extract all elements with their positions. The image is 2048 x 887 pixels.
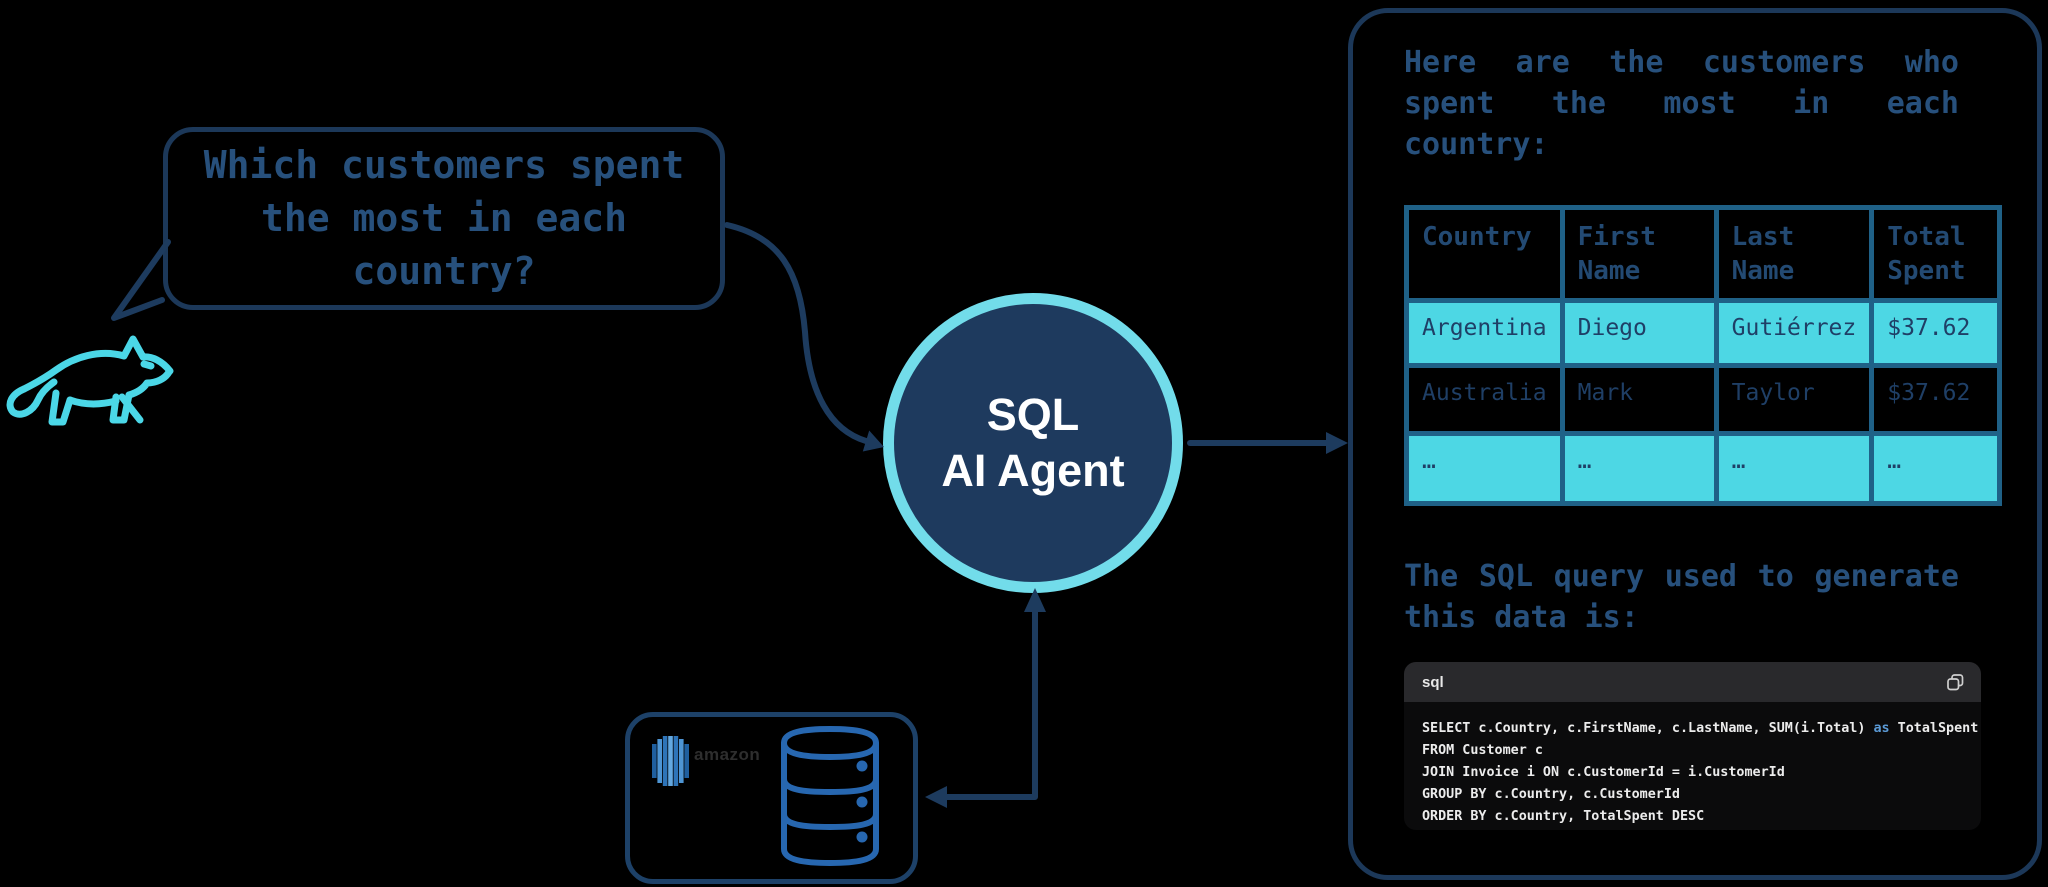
speech-bubble: Which customers spent the most in each c… [163, 127, 725, 310]
table-cell: Mark [1559, 363, 1719, 436]
sql-keyword: as [1873, 721, 1890, 736]
table-cell: … [1559, 431, 1719, 506]
column-header: Last Name [1713, 205, 1875, 303]
results-intro-text: Here are the customers who spent the mos… [1404, 45, 1959, 162]
column-header: Country [1404, 205, 1565, 303]
copy-icon [1947, 673, 1964, 690]
table-cell: … [1404, 431, 1565, 506]
database-box: amazon [625, 712, 918, 884]
table-row: … … … … [1404, 431, 2003, 506]
agent-label-line2: AI Agent [941, 445, 1125, 496]
table-cell: … [1869, 431, 2003, 506]
query-caption-text: The SQL query used to generate this data… [1404, 559, 1959, 635]
results-panel: Here are the customers who spent the mos… [1348, 8, 2042, 880]
sql-ai-agent-node: SQL AI Agent [883, 293, 1183, 593]
table-cell: Australia [1404, 363, 1565, 436]
column-header: First Name [1559, 205, 1719, 303]
table-row: Australia Mark Taylor $37.62 [1404, 363, 2003, 436]
table-header-row: Country First Name Last Name Total Spent [1404, 205, 2003, 303]
speech-bubble-text: Which customers spent the most in each c… [203, 143, 685, 293]
table-cell: $37.62 [1869, 363, 2003, 436]
table-cell: $37.62 [1869, 298, 2003, 368]
code-language-label: sql [1422, 673, 1444, 691]
code-block-body: SELECT c.Country, c.FirstName, c.LastNam… [1404, 702, 1981, 828]
arrowhead [925, 786, 947, 808]
table-cell: … [1713, 431, 1875, 506]
copy-code-button[interactable] [1946, 673, 1965, 692]
table-cell: Taylor [1713, 363, 1875, 436]
code-line: FROM Customer c [1422, 743, 1543, 758]
table-cell: Diego [1559, 298, 1719, 368]
table-cell: Gutiérrez [1713, 298, 1875, 368]
table-cell: Argentina [1404, 298, 1565, 368]
agent-label-line1: SQL [986, 389, 1080, 440]
arrow-bubble-to-agent [724, 222, 869, 444]
amazon-brand-label: amazon [694, 745, 761, 764]
code-line: SELECT c.Country, c.FirstName, c.LastNam… [1422, 721, 1979, 736]
speech-bubble-tail [111, 239, 171, 321]
amazon-redshift-logo-icon [652, 736, 689, 786]
sql-code-block: sql SELECT c.Country, c.FirstName, c.Las… [1404, 662, 1981, 830]
table-row: Argentina Diego Gutiérrez $37.62 [1404, 298, 2003, 368]
column-header: Total Spent [1869, 205, 2003, 303]
fox-icon [6, 335, 174, 426]
code-line: JOIN Invoice i ON c.CustomerId = i.Custo… [1422, 765, 1785, 780]
arrow-agent-db-elbow [942, 607, 1038, 800]
arrowhead [1326, 432, 1348, 454]
code-line: GROUP BY c.Country, c.CustomerId [1422, 787, 1680, 802]
code-block-header: sql [1404, 662, 1981, 702]
arrowhead [862, 430, 884, 452]
results-table: Country First Name Last Name Total Spent… [1404, 205, 2003, 506]
code-line: ORDER BY c.Country, TotalSpent DESC [1422, 809, 1705, 824]
database-icon [780, 726, 880, 866]
